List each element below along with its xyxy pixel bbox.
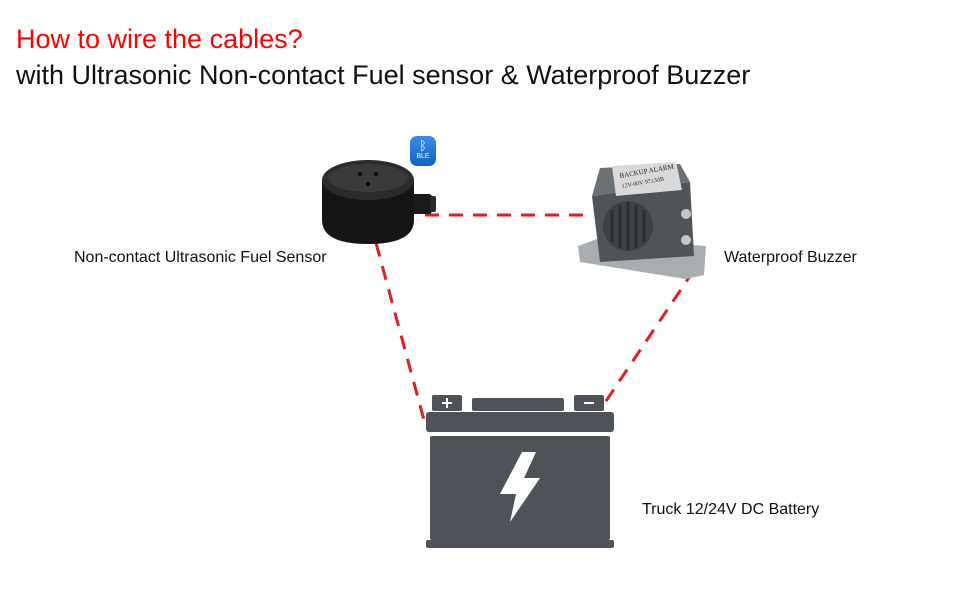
lightning-bolt-icon — [500, 452, 540, 522]
wire-buzzer-to-battery — [602, 269, 696, 405]
battery — [426, 395, 614, 548]
buzzer: BACKUP ALARM 12V-80V 97±3dB — [578, 162, 706, 279]
battery-label: Truck 12/24V DC Battery — [642, 501, 820, 518]
fuel-sensor — [322, 160, 436, 244]
sensor-label: Non-contact Ultrasonic Fuel Sensor — [74, 249, 327, 266]
bluetooth-icon: ᛒ BLE — [410, 136, 436, 166]
wire-sensor-to-battery — [374, 242, 426, 421]
buzzer-label: Waterproof Buzzer — [724, 249, 857, 266]
diagram-title: How to wire the cables? — [16, 24, 303, 54]
diagram-subtitle: with Ultrasonic Non-contact Fuel sensor … — [16, 60, 751, 90]
ble-badge-label: BLE — [416, 153, 430, 160]
wires — [374, 213, 696, 421]
